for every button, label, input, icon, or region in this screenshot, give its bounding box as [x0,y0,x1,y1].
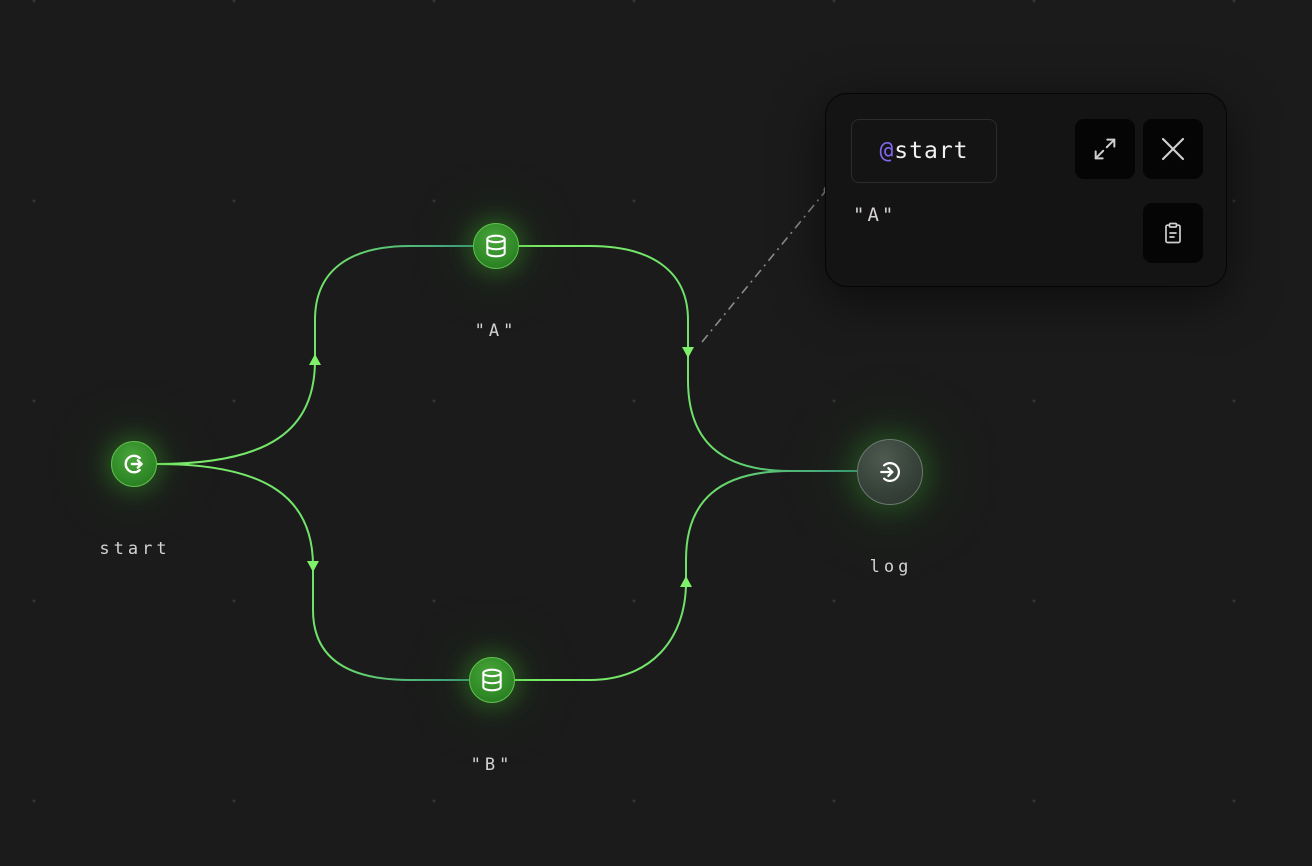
node-start-label: start [99,539,171,559]
expand-button[interactable] [1075,119,1135,179]
popup-connector-line [701,187,829,343]
node-b[interactable] [469,657,515,703]
log-in-icon [880,462,900,482]
edge-arrow-b-log [680,576,692,587]
popup-value: "A" [853,204,897,226]
copy-button[interactable] [1143,203,1203,263]
edge-arrow-start-b [307,561,319,572]
close-button[interactable] [1143,119,1203,179]
node-start[interactable] [111,441,157,487]
clipboard-icon [1165,222,1181,244]
database-icon [486,234,506,258]
edge-a-log[interactable] [519,245,858,472]
source-tag-prefix: @ [879,138,895,164]
node-log-label: log [869,557,913,577]
node-inspector-popup: @start "A" [825,93,1227,287]
expand-icon [1094,138,1116,160]
database-icon [482,668,502,692]
close-icon [1161,137,1185,161]
node-b-label: "B" [470,755,514,775]
node-a[interactable] [473,223,519,269]
arrow-right-circle-icon [124,454,143,474]
node-log[interactable] [857,439,923,505]
edge-b-log[interactable] [515,470,858,681]
edge-arrow-a-log [682,347,694,358]
source-tag[interactable]: @start [851,119,997,183]
node-a-label: "A" [474,321,518,341]
edge-arrow-start-a [309,354,321,365]
source-tag-name: start [894,138,969,164]
